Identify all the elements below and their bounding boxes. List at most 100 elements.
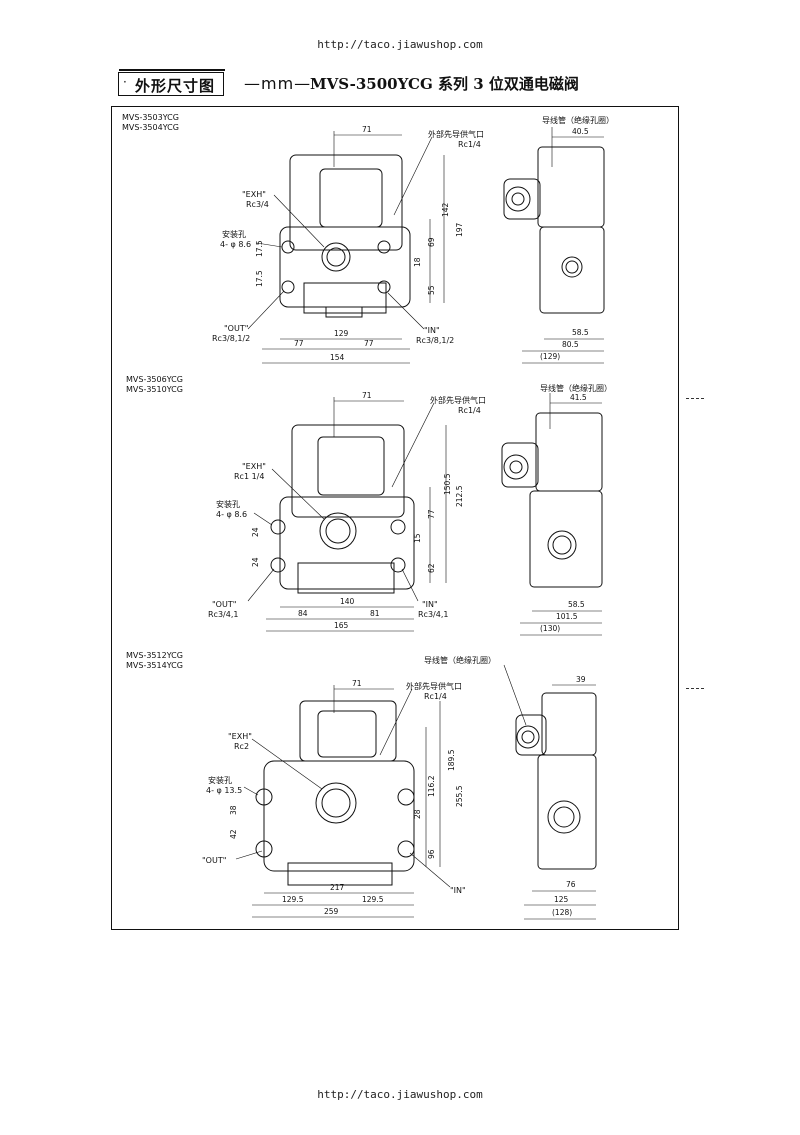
d2-conduit: [503, 454, 529, 480]
d2-mount-hole: [390, 557, 406, 573]
d3-side-s2: 76: [566, 880, 576, 889]
d2-dim-w3: 81: [370, 609, 380, 618]
d3-side-s4: (128): [552, 908, 572, 917]
d3-mount-label: 安装孔: [208, 775, 232, 785]
d3-dim-w4: 259: [324, 907, 339, 916]
d1-exh-port: [321, 242, 351, 272]
d2-dim-w4: 165: [334, 621, 349, 630]
d1-in-port: Rc3/8,1/2: [416, 336, 454, 345]
d3-pilot-label: 外部先导供气口: [406, 681, 462, 691]
d1-dim-top: 71: [362, 125, 372, 134]
d1-pilot-port: Rc1/4: [458, 140, 481, 149]
d2-dim-top: 71: [362, 391, 372, 400]
d2-in-port: Rc3/4,1: [418, 610, 448, 619]
d2-side-s4: (130): [540, 624, 560, 633]
d1-side-s1: 40.5: [572, 127, 589, 136]
d3-exh-port-size: Rc2: [234, 742, 249, 751]
page-header: · 外形尺寸图 —mm— MVS-3500YCG 系列 3 位双通电磁阀: [118, 68, 678, 98]
d3-solenoid: [317, 710, 377, 758]
d3-dim-w2: 129.5: [282, 895, 304, 904]
d2-side-s2: 58.5: [568, 600, 585, 609]
d2-side-cover: [535, 412, 603, 492]
d3-in-label: "IN": [450, 886, 466, 895]
d1-side-cover: [537, 146, 605, 228]
d1-exh-label: "EXH": [242, 190, 266, 199]
d3-base: [287, 862, 393, 886]
d1-solenoid: [319, 168, 383, 228]
d1-side-s4: (129): [540, 352, 560, 361]
d2-dim-l1: 24: [251, 527, 260, 537]
d1-exh-port-size: Rc3/4: [246, 200, 269, 209]
d2-out-label: "OUT": [212, 600, 236, 609]
d2-exh-label: "EXH": [242, 462, 266, 471]
d1-cover: [289, 154, 403, 251]
d3-mount-hole: [255, 788, 273, 806]
d3-dim-h4: 28: [413, 809, 422, 819]
margin-mark: [686, 688, 704, 689]
d2-exh-port-size: Rc1 1/4: [234, 472, 264, 481]
d3-out-label: "OUT": [202, 856, 226, 865]
d2-body: [279, 496, 415, 590]
d1-dim-w3: 77: [364, 339, 374, 348]
d1-in-label: "IN": [424, 326, 440, 335]
source-url-bottom: http://taco.jiawushop.com: [317, 1088, 483, 1101]
d2-out-port: Rc3/4,1: [208, 610, 238, 619]
d3-dim-l1: 38: [229, 805, 238, 815]
section-title: 外形尺寸图: [135, 77, 216, 95]
margin-mark: [686, 398, 704, 399]
d3-side-s3: 125: [554, 895, 569, 904]
d2-dim-w1: 140: [340, 597, 355, 606]
d3-dim-top: 71: [352, 679, 362, 688]
d2-base: [297, 562, 395, 594]
d1-side-s2: 58.5: [572, 328, 589, 337]
d3-dim-l2: 42: [229, 829, 238, 839]
d3-dim-h2: 255.5: [455, 785, 464, 807]
d2-mount-spec: 4- φ 8.6: [216, 510, 247, 519]
d2-side-port: [547, 530, 577, 560]
d1-side-body: [539, 226, 605, 314]
d3-body: [263, 760, 415, 872]
d2-cover: [291, 424, 405, 518]
d1-mount-spec: 4- φ 8.6: [220, 240, 251, 249]
d1-dim-w1: 129: [334, 329, 349, 338]
d2-exh-port: [319, 512, 357, 550]
d1-side-s3: 80.5: [562, 340, 579, 349]
d1-mount-hole: [377, 240, 391, 254]
d3-mount-hole: [255, 840, 273, 858]
d1-conduit: [505, 186, 531, 212]
d1-pilot-label: 外部先导供气口: [428, 129, 484, 139]
d2-side-s1: 41.5: [570, 393, 587, 402]
d2-dim-h4: 15: [413, 533, 422, 543]
d1-base: [303, 282, 387, 314]
d1-dim-l1: 17.5: [255, 240, 264, 257]
d3-exh-label: "EXH": [228, 732, 252, 741]
d2-pilot-label: 外部先导供气口: [430, 395, 486, 405]
d3-dim-w1: 217: [330, 883, 345, 892]
d3-dim-h3: 116.2: [427, 775, 436, 797]
d1-dim-w2: 77: [294, 339, 304, 348]
d2-pilot-port: Rc1/4: [458, 406, 481, 415]
d3-dim-w3: 129.5: [362, 895, 384, 904]
d3-conduit-label: 导线管（绝缘孔圈）: [424, 655, 496, 665]
d2-dim-l2: 24: [251, 557, 260, 567]
d2-conduit-label: 导线管（绝缘孔圈）: [540, 383, 612, 393]
d1-mount-hole: [281, 240, 295, 254]
d1-body: [279, 226, 411, 308]
d3-side-cover: [541, 692, 597, 756]
d2-in-label: "IN": [422, 600, 438, 609]
d2-mount-hole: [270, 557, 286, 573]
d2-mount-hole: [270, 519, 286, 535]
d3-pilot-port: Rc1/4: [424, 692, 447, 701]
d1-dim-w4: 154: [330, 353, 345, 362]
d1-dim-h5: 55: [427, 285, 436, 295]
d3-dim-h5: 96: [427, 849, 436, 859]
d2-dim-h5: 62: [427, 563, 436, 573]
d1-dim-h3: 69: [427, 237, 436, 247]
document-title: MVS-3500YCG 系列 3 位双通电磁阀: [310, 75, 579, 93]
d1-out-label: "OUT": [224, 324, 248, 333]
d1-mount-label: 安装孔: [222, 229, 246, 239]
d2-side-s3: 101.5: [556, 612, 578, 621]
